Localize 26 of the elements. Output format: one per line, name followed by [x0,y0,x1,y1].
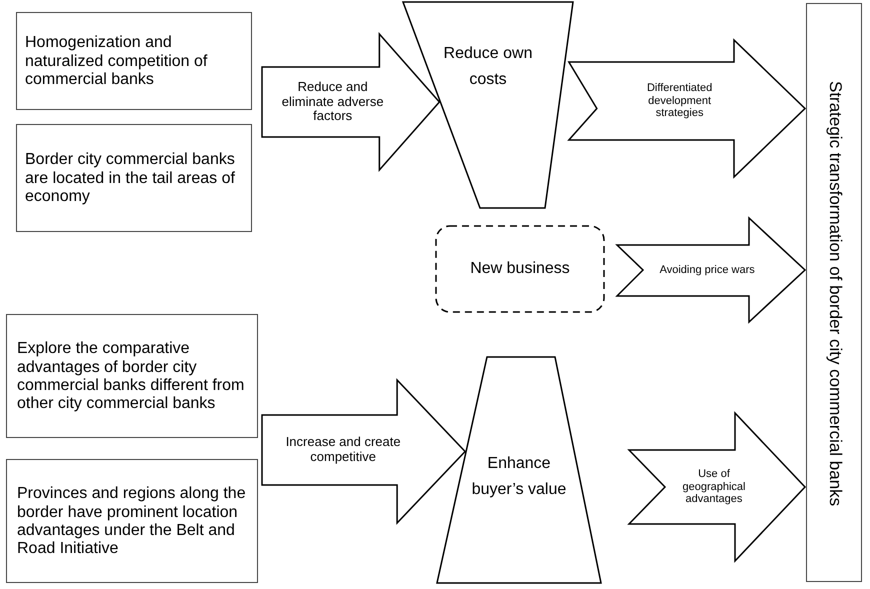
text-box [16,12,252,110]
box-text: New business [470,259,570,280]
block-arrow [627,411,806,563]
text-box [6,459,258,583]
edge-label: Use of geographical advantages [681,468,746,506]
box-text: Homogenization and naturalized competition of commercial banks [25,34,208,90]
text-box [806,3,862,582]
trapezoid [437,357,601,583]
box-text: Provinces and regions along the border have prominent location advantages under the Belt and Road Initiative [17,485,247,559]
box-text: Explore the comparative advantages of border city commercial banks different from other city commercial banks [17,340,246,414]
block-arrow [567,38,806,179]
edge-label: Increase and create competitive [285,435,402,465]
trapezoid [403,2,573,208]
vertical-text: Strategic transformation of border city commercial banks [825,80,845,506]
block-arrow [261,378,466,525]
dashed-box [436,226,604,312]
block-arrow [615,216,806,324]
block-arrow [261,32,440,172]
edge-label: Reduce and eliminate adverse factors [280,80,385,124]
edge-label: Avoiding price wars [660,264,755,277]
box-text: Border city commercial banks are located in the tail areas of economy [25,151,236,207]
trapezoid-text: Enhance buyer’s value [470,454,568,500]
edge-label: Differentiated development strategies [646,82,714,120]
text-box [16,124,252,232]
text-box [6,314,258,438]
trapezoid-text: Reduce own costs [443,44,533,90]
